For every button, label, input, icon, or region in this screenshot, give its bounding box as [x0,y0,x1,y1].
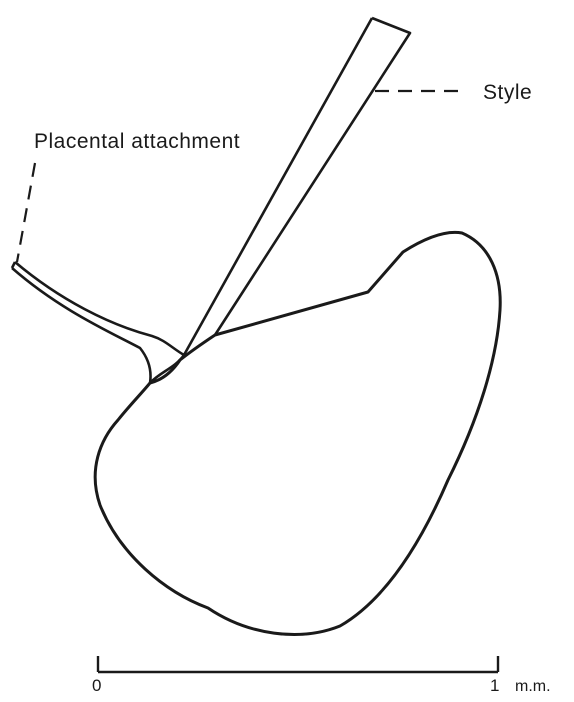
style-outer [215,18,410,335]
style-inner [184,18,372,355]
style-label: Style [483,81,532,105]
placental-leader-line [17,163,35,262]
scale-unit-label: m.m. [515,678,551,696]
funicle-upper [15,262,184,355]
placental-attachment-label: Placental attachment [34,130,240,154]
funicle-lower [12,268,151,383]
funicle-junction [150,355,184,383]
funicle-tip [12,262,15,268]
scale-end-label: 1 [490,676,499,696]
ovule-body [95,232,500,634]
scale-start-label: 0 [92,676,101,696]
scale-bar [98,656,498,672]
